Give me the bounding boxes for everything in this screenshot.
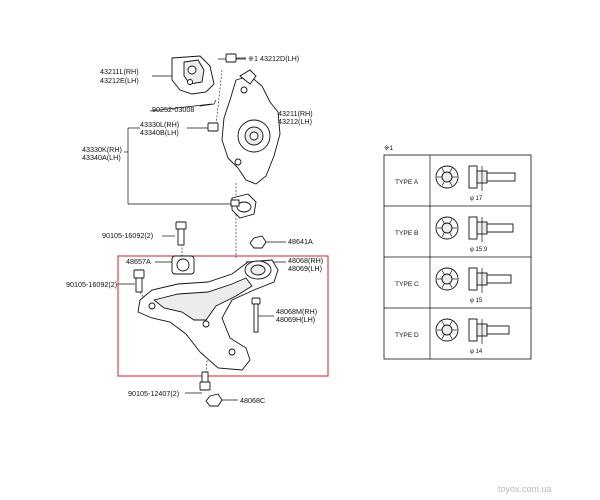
nut-43330L: [207, 122, 219, 132]
label-43211: 43211(RH): [278, 109, 313, 118]
label-90105-16092-left: 90105-16092(2): [66, 280, 117, 289]
steering-knuckle-43211: [221, 69, 281, 185]
label-90252: 90252-03008: [152, 105, 194, 114]
label-48068: 48068(RH): [288, 256, 323, 265]
clip-90252: [199, 99, 217, 107]
label-90105-12407: 90105-12407(2): [128, 389, 179, 398]
label-43212E: 43212E(LH): [100, 76, 139, 85]
bushing-48657A: [171, 255, 195, 275]
label-48068M: 48068M(RH): [276, 307, 317, 316]
label-43340A: 43340A(LH): [82, 153, 121, 162]
types-table-header: ※1: [384, 145, 394, 152]
type-label: TYPE A: [395, 179, 419, 186]
label-43330L: 43330L(RH): [140, 120, 179, 129]
label-48069H: 48069H(LH): [276, 315, 315, 324]
label-43212: 43212(LH): [278, 117, 312, 126]
type-dimension: φ 14: [470, 349, 483, 355]
bolt-48068M: [251, 297, 261, 333]
label-48068C: 48068C: [240, 396, 265, 405]
label-90105-16092-upper: 90105-16092(2): [102, 231, 153, 240]
type-dimension: φ 17: [470, 196, 483, 202]
ball-joint-43330K: [230, 193, 257, 219]
type-dimension: φ 15: [470, 298, 483, 304]
bolt-90105-16092-upper: [175, 221, 187, 246]
bolt-90105-16092-left: [133, 269, 145, 293]
bolt-43212D: [225, 53, 246, 63]
hub-bolt-drawing: [435, 165, 516, 191]
nut-48641A: [249, 235, 267, 249]
bolt-90105-12407: [199, 371, 211, 391]
label-43212D: ※1 43212D(LH): [248, 54, 299, 63]
bracket-43211L: [171, 55, 215, 95]
part-labels: 43211L(RH) 43212E(LH) ※1 43212D(LH) 9025…: [66, 54, 323, 405]
type-label: TYPE C: [395, 281, 419, 288]
type-label: TYPE D: [395, 332, 419, 339]
label-48641A: 48641A: [288, 237, 313, 246]
label-48657A: 48657A: [126, 257, 151, 266]
label-43330K: 43330K(RH): [82, 145, 122, 154]
label-43211L: 43211L(RH): [100, 67, 139, 76]
hub-bolt-drawing: [435, 318, 510, 344]
type-label: TYPE B: [395, 230, 419, 237]
watermark: toyox.com.ua: [498, 484, 552, 494]
hub-bolt-drawing: [435, 267, 512, 293]
nut-48068C: [205, 393, 223, 407]
label-48069: 48069(LH): [288, 264, 322, 273]
highlight-box: [117, 255, 329, 377]
hub-bolt-drawing: [435, 216, 514, 242]
lower-control-arm: [137, 259, 279, 371]
label-43340B: 43340B(LH): [140, 128, 179, 137]
type-dimension: φ 15.9: [470, 247, 488, 253]
